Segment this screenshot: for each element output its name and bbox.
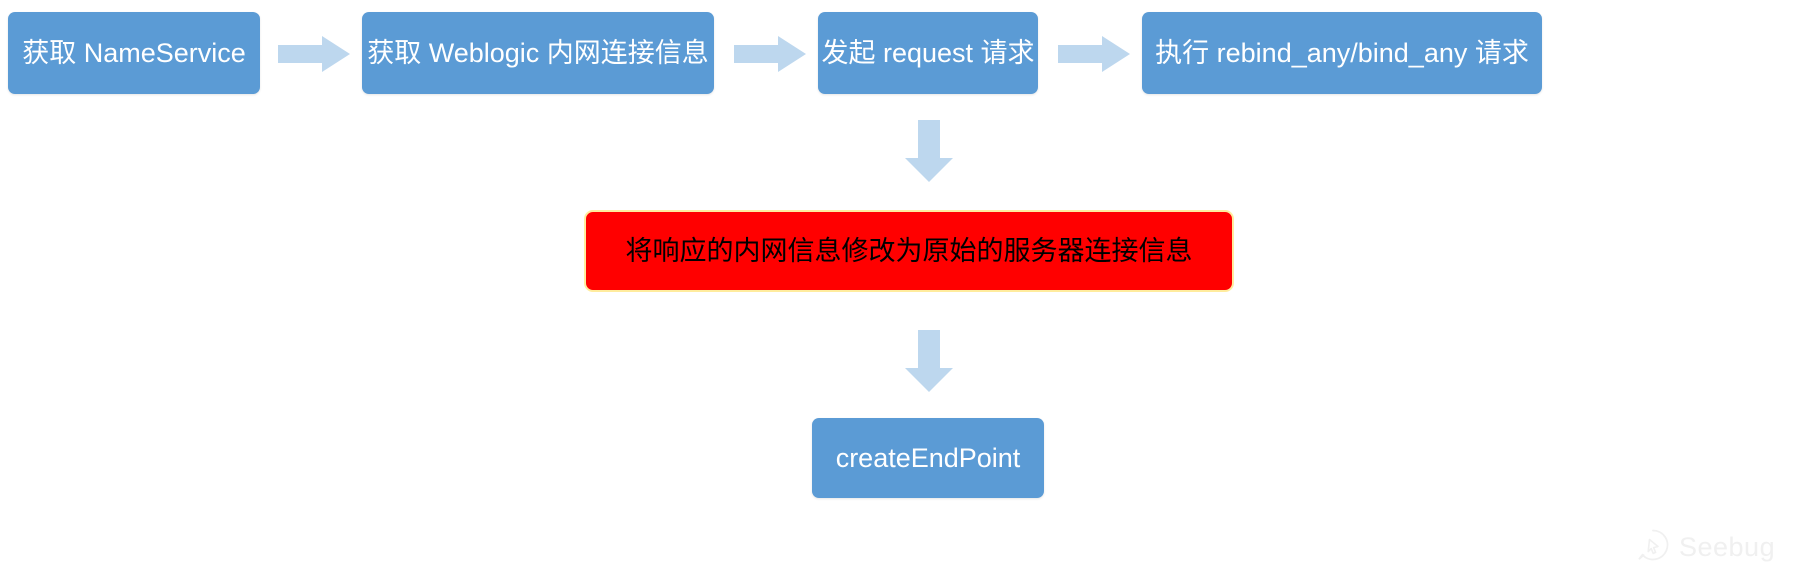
process-node-label: 将响应的内网信息修改为原始的服务器连接信息 — [625, 235, 1193, 266]
seebug-logo-icon — [1636, 528, 1670, 567]
process-node-get-weblogic-internal-info[interactable]: 获取 Weblogic 内网连接信息 — [362, 12, 714, 94]
connector-arrow-right-3 — [1058, 36, 1130, 72]
connector-arrow-down-2 — [905, 330, 953, 392]
process-node-label: createEndPoint — [835, 442, 1021, 473]
process-node-send-request[interactable]: 发起 request 请求 — [818, 12, 1038, 94]
process-node-create-endpoint[interactable]: createEndPoint — [812, 418, 1044, 498]
seebug-watermark-text: Seebug — [1679, 532, 1776, 562]
connector-arrow-down-1 — [905, 120, 953, 182]
process-node-modify-response-info[interactable]: 将响应的内网信息修改为原始的服务器连接信息 — [584, 210, 1234, 292]
process-node-execute-rebind-any[interactable]: 执行 rebind_any/bind_any 请求 — [1142, 12, 1542, 94]
seebug-watermark: Seebug — [1636, 528, 1775, 567]
process-node-label: 发起 request 请求 — [821, 37, 1035, 68]
process-node-label: 执行 rebind_any/bind_any 请求 — [1155, 37, 1529, 68]
connector-arrow-right-2 — [734, 36, 806, 72]
process-node-get-nameservice[interactable]: 获取 NameService — [8, 12, 260, 94]
process-node-label: 获取 NameService — [22, 37, 246, 68]
connector-arrow-right-1 — [278, 36, 350, 72]
process-node-label: 获取 Weblogic 内网连接信息 — [367, 37, 709, 68]
